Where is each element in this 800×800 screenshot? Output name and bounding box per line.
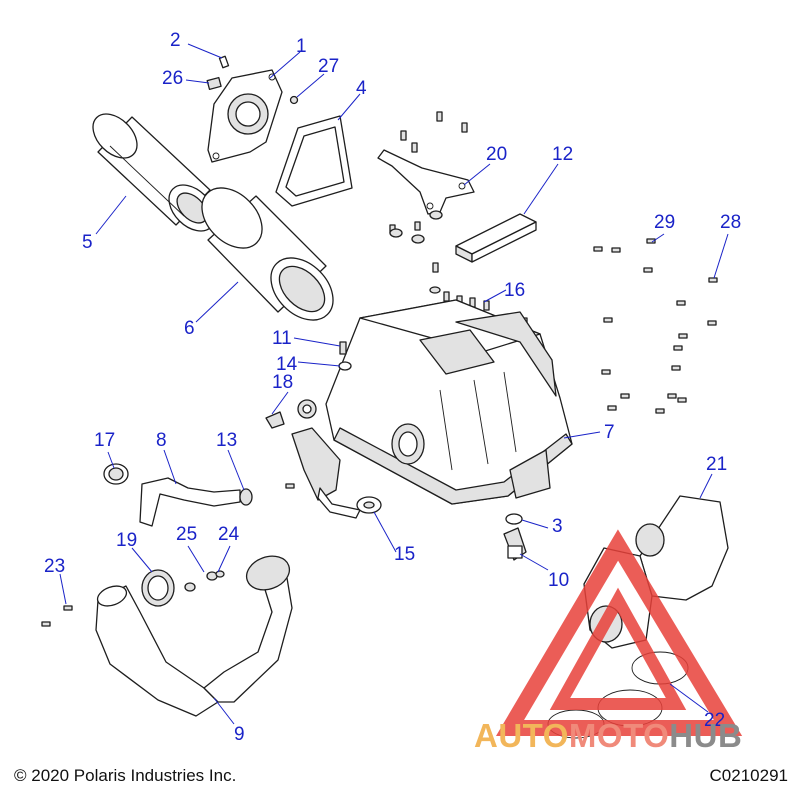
intake-duct-part-9 <box>95 555 293 717</box>
callout-4: 4 <box>356 78 367 99</box>
airbox-housing-part-7 <box>325 299 573 505</box>
callout-3: 3 <box>552 516 563 537</box>
callout-16: 16 <box>504 280 525 301</box>
callout-12: 12 <box>552 144 573 165</box>
callout-24: 24 <box>218 524 240 545</box>
washer-part-25 <box>184 582 196 592</box>
grommet-part-18 <box>265 399 317 429</box>
callout-28: 28 <box>720 212 741 233</box>
callout-1: 1 <box>296 36 307 57</box>
clamp-part-17 <box>103 463 129 485</box>
callout-22: 22 <box>704 710 725 731</box>
watermark-auto: AUTO <box>474 717 569 754</box>
screw-part-2 <box>218 55 230 69</box>
fastener-group <box>41 111 718 627</box>
callout-labels: 1 2 3 4 5 6 7 8 9 10 11 12 13 14 15 16 1… <box>44 30 741 745</box>
nut-part-24 <box>206 570 225 581</box>
watermark-moto: MOTO <box>568 717 670 754</box>
callout-21: 21 <box>706 454 727 475</box>
coupler-part-19 <box>141 569 175 607</box>
copyright-text: © 2020 Polaris Industries Inc. <box>14 766 237 785</box>
callout-27: 27 <box>318 56 339 77</box>
callout-11: 11 <box>272 328 292 349</box>
nut-part-27 <box>289 95 299 105</box>
callout-25: 25 <box>176 524 197 545</box>
callout-13: 13 <box>216 430 237 451</box>
callout-23: 23 <box>44 556 65 577</box>
gasket-part-4 <box>275 115 353 207</box>
hose-part-8 <box>139 477 241 527</box>
watermark-logo <box>495 529 743 736</box>
callout-10: 10 <box>548 570 569 591</box>
callout-29: 29 <box>654 212 675 233</box>
leader-lines <box>59 43 729 725</box>
o-ring-part-3 <box>505 513 523 525</box>
callout-15: 15 <box>394 544 415 565</box>
valve-assembly-part-15 <box>291 427 382 519</box>
watermark-hub: HUB <box>669 717 743 754</box>
drain-valve-part-10 <box>503 527 527 561</box>
pre-filter-part-6 <box>201 187 334 321</box>
callout-2: 2 <box>170 30 181 51</box>
callout-6: 6 <box>184 318 195 339</box>
bracket-part-20 <box>377 149 475 215</box>
callout-18: 18 <box>272 372 293 393</box>
foam-block-part-12 <box>455 213 537 263</box>
bolt-part-11 <box>339 341 347 355</box>
callout-20: 20 <box>486 144 507 165</box>
callout-14: 14 <box>276 354 298 375</box>
callout-9: 9 <box>234 724 245 745</box>
callout-19: 19 <box>116 530 137 551</box>
watermark-wordmark: AUTOMOTOHUB <box>474 717 742 755</box>
cover-plate-part-1 <box>207 69 283 163</box>
clip-part-26 <box>206 76 222 91</box>
callout-5: 5 <box>82 232 93 253</box>
callout-26: 26 <box>162 68 183 89</box>
callout-17: 17 <box>94 430 115 451</box>
drawing-number: C0210291 <box>709 766 788 785</box>
washer-part-14 <box>338 361 352 371</box>
air-filter-part-5 <box>92 113 216 232</box>
clamp-part-13 <box>239 488 253 506</box>
callout-8: 8 <box>156 430 167 451</box>
callout-7: 7 <box>604 422 615 443</box>
